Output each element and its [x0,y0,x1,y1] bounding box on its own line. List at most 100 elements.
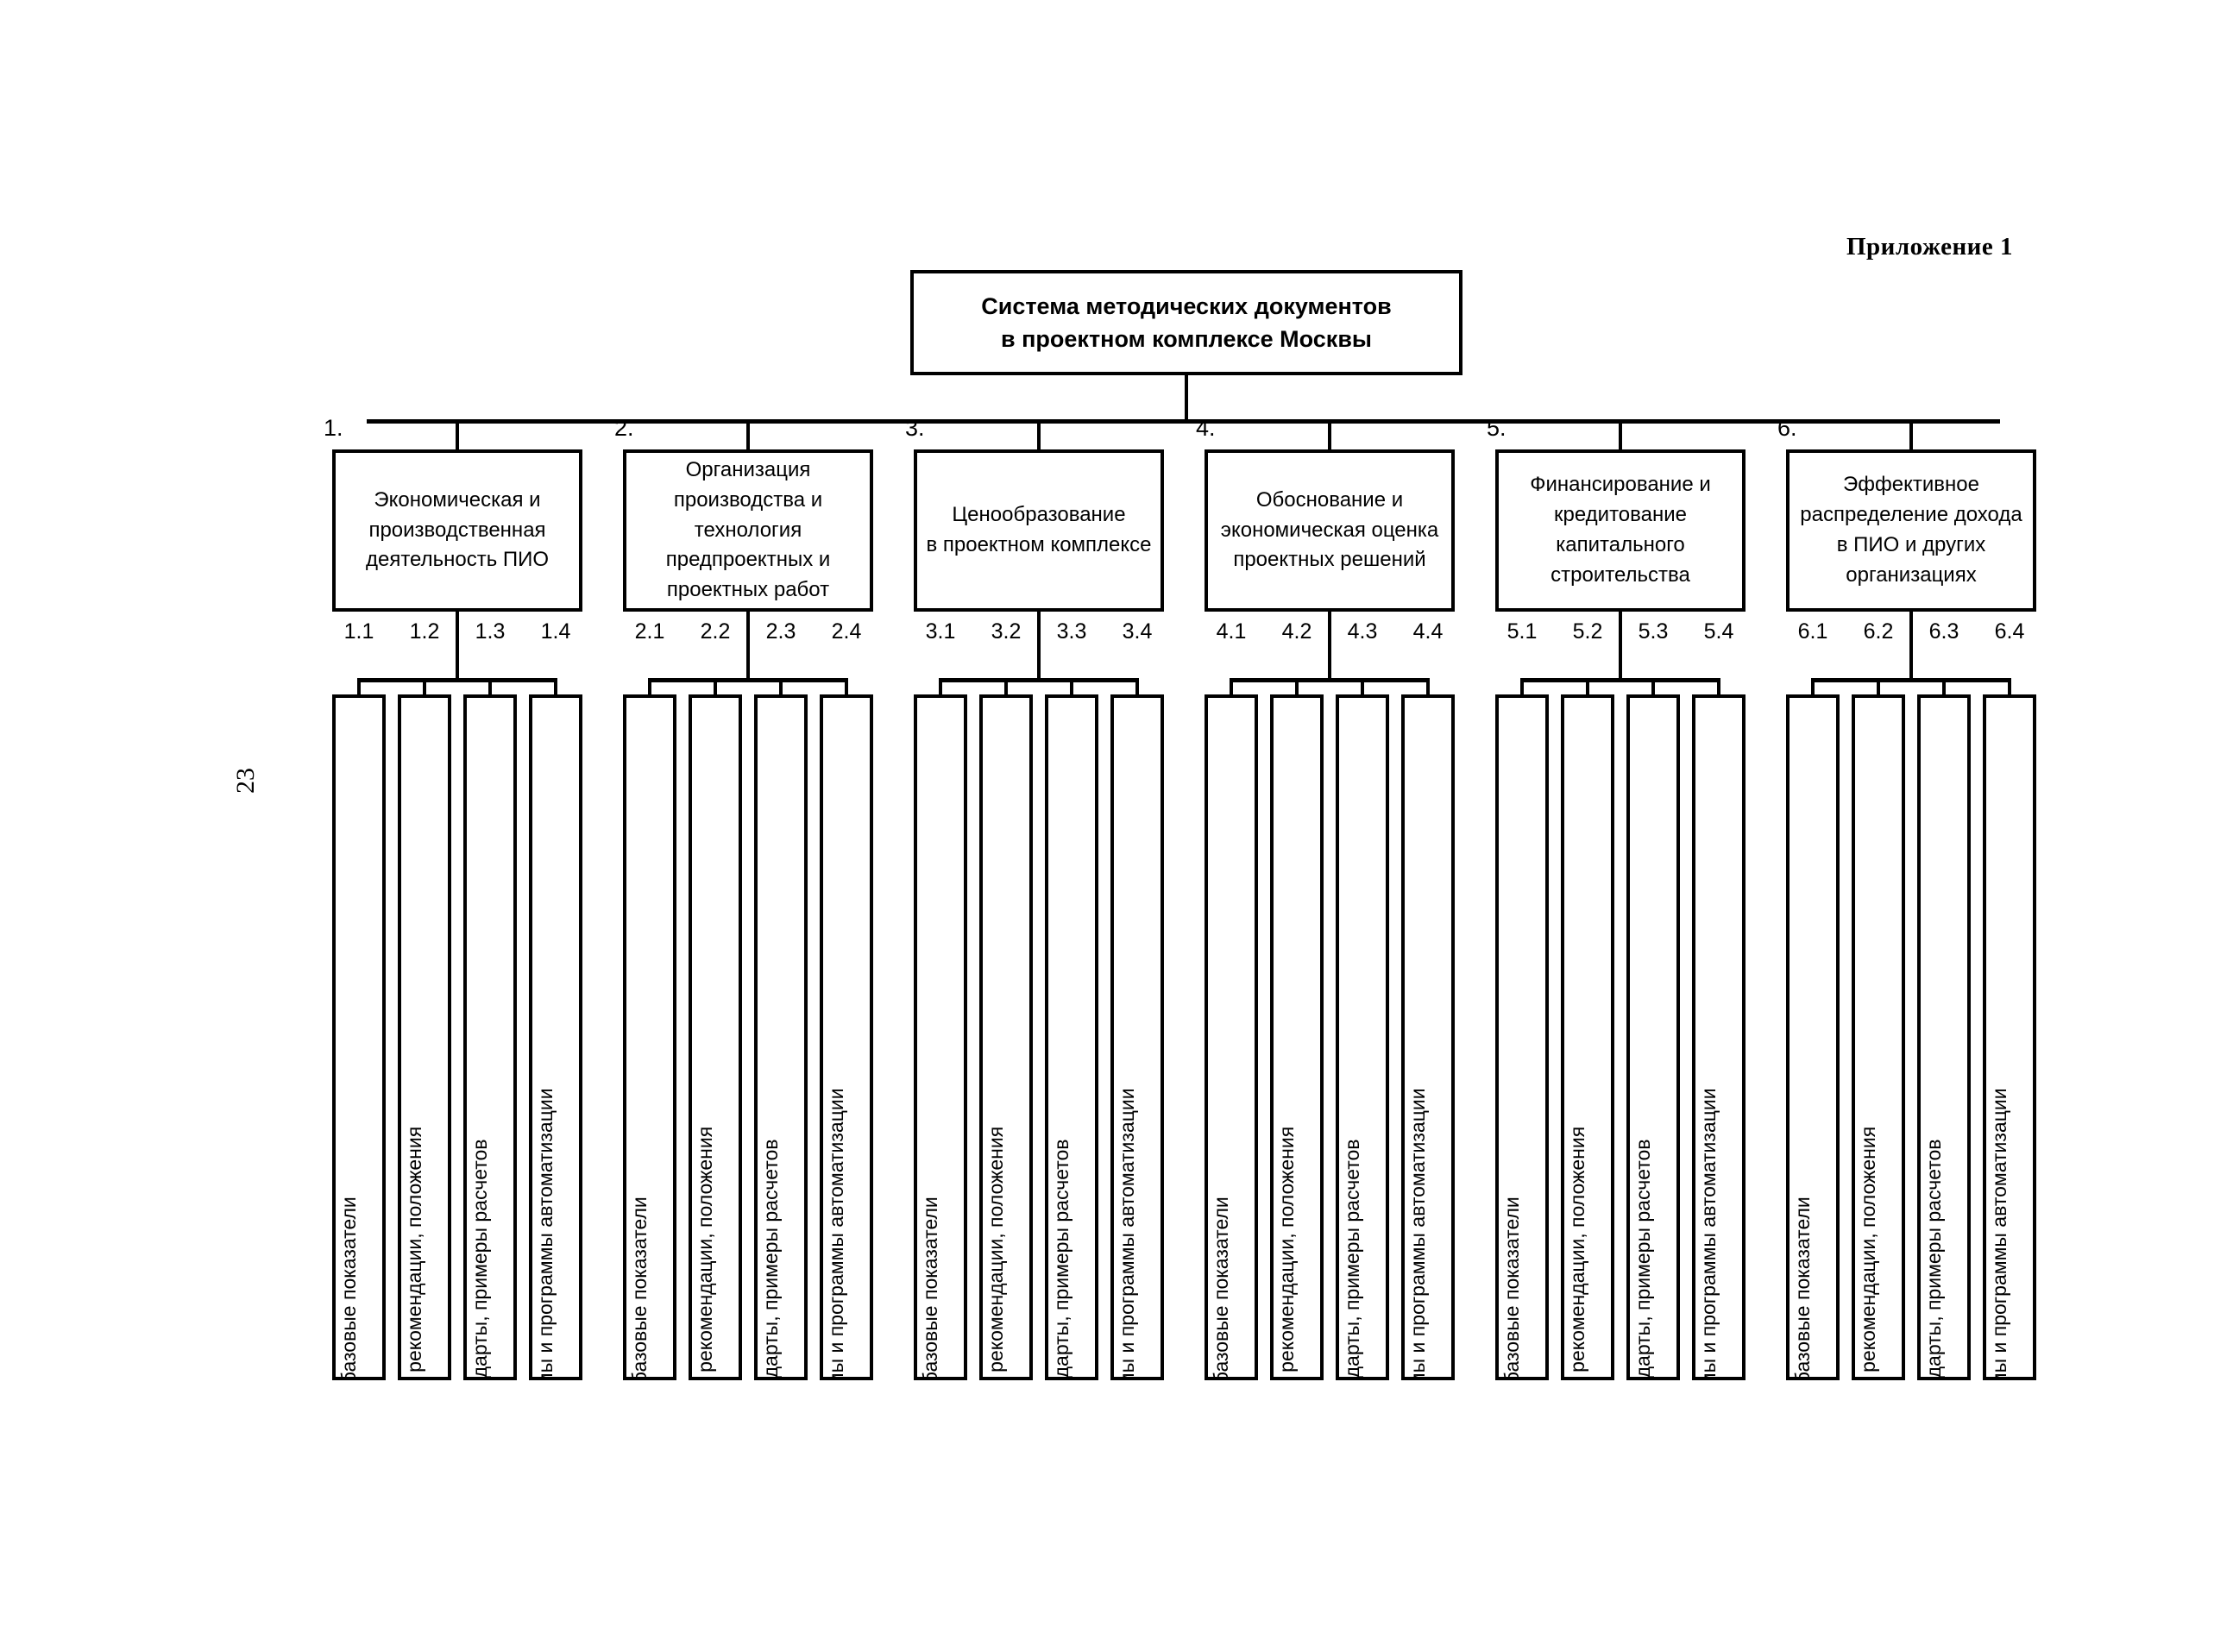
leaf-box: Автоматизированные системы и программы а… [1983,694,2036,1380]
leaf-box: Нормативные и базовые показатели [1205,694,1258,1380]
category-title-line: строительства [1551,562,1690,587]
leaf-label: Методические указания, рекомендации, пол… [403,1126,425,1380]
leaf-label: Эталоны, макеты, стандарты, примеры расч… [1050,1139,1072,1380]
sub-number: 5.2 [1572,619,1603,644]
category-drop-line [1328,419,1331,451]
leaf-box: Методические указания, рекомендации, пол… [1852,694,1905,1380]
leaf-drop-line [1651,678,1655,696]
leaf-label: Автоматизированные системы и программы а… [534,1088,557,1380]
leaf-box: Эталоны, макеты, стандарты, примеры расч… [1045,694,1098,1380]
category-stem-line [456,612,459,682]
leaf-drop-line [1004,678,1008,696]
category-box: Ценообразование в проектном комплексе [914,449,1164,612]
leaf-drop-line [845,678,848,696]
leaf-drop-line [423,678,426,696]
leaf-drop-line [1230,678,1233,696]
leaf-label: Методические указания, рекомендации, пол… [984,1126,1007,1380]
sub-number: 1.2 [409,619,440,644]
category-stem-line [746,612,750,682]
category-drop-line [746,419,750,451]
sub-bus-line [1520,678,1720,682]
category-title-line: Экономическая и [374,487,541,512]
leaf-drop-line [1717,678,1720,696]
sub-number: 3.3 [1056,619,1087,644]
sub-number: 5.4 [1703,619,1734,644]
root-node-box: Система методических документов в проект… [910,270,1462,375]
leaf-label: Эталоны, макеты, стандарты, примеры расч… [1632,1139,1654,1380]
sub-number: 4.1 [1216,619,1247,644]
leaf-box: Методические указания, рекомендации, пол… [1561,694,1614,1380]
leaf-drop-line [1811,678,1815,696]
leaf-drop-line [1070,678,1073,696]
category-number: 2. [614,415,634,441]
leaf-box: Эталоны, макеты, стандарты, примеры расч… [463,694,517,1380]
sub-number: 6.3 [1928,619,1959,644]
category-title-line: в ПИО и других [1836,533,1986,556]
sub-number: 6.1 [1797,619,1828,644]
leaf-label: Эталоны, макеты, стандарты, примеры расч… [1341,1139,1363,1380]
category-drop-line [456,419,459,451]
leaf-label: Методические указания, рекомендации, пол… [694,1126,716,1380]
leaf-label: Методические указания, рекомендации, пол… [1566,1126,1588,1380]
sub-number: 3.2 [991,619,1022,644]
sub-number: 6.4 [1994,619,2025,644]
sub-bus-line [1230,678,1430,682]
leaf-box: Эталоны, макеты, стандарты, примеры расч… [1336,694,1389,1380]
leaf-label: Автоматизированные системы и программы а… [1697,1088,1720,1380]
category-drop-line [1909,419,1913,451]
category-stem-line [1037,612,1041,682]
category-title-line: Эффективное [1843,473,1979,497]
leaf-box: Методические указания, рекомендации, пол… [1270,694,1324,1380]
category-title-line: Обоснование и [1255,487,1404,512]
category-stem-line [1619,612,1622,682]
sub-number: 2.1 [634,619,665,644]
appendix-label: Приложение 1 [1846,233,2013,261]
leaf-drop-line [1520,678,1524,696]
leaf-drop-line [1942,678,1946,696]
sub-number: 1.4 [540,619,571,644]
leaf-box: Нормативные и базовые показатели [332,694,386,1380]
leaf-drop-line [648,678,651,696]
leaf-box: Автоматизированные системы и программы а… [529,694,582,1380]
leaf-box: Автоматизированные системы и программы а… [820,694,873,1380]
leaf-label: Нормативные и базовые показатели [1791,1197,1814,1380]
leaf-drop-line [1426,678,1430,696]
category-drop-line [1619,419,1622,451]
leaf-label: Эталоны, макеты, стандарты, примеры расч… [1922,1139,1945,1380]
sub-number: 6.2 [1863,619,1894,644]
category-title-line: экономическая оценка [1220,518,1439,542]
category-stem-line [1328,612,1331,682]
leaf-box: Эталоны, макеты, стандарты, примеры расч… [1917,694,1971,1380]
leaf-box: Автоматизированные системы и программы а… [1110,694,1164,1380]
leaf-drop-line [714,678,717,696]
sub-number: 1.1 [343,619,374,644]
main-bus-line [367,419,2000,424]
leaf-label: Эталоны, макеты, стандарты, примеры расч… [469,1139,491,1380]
page-number: 23 [231,768,260,794]
sub-number: 4.3 [1347,619,1378,644]
root-stem-line [1185,375,1188,424]
leaf-box: Нормативные и базовые показатели [1786,694,1840,1380]
sub-number: 5.3 [1638,619,1669,644]
category-title-line: Ценообразование [952,503,1126,527]
sub-number: 2.2 [700,619,731,644]
sub-number: 2.3 [765,619,796,644]
leaf-label: Нормативные и базовые показатели [919,1197,941,1380]
category-title-line: в проектном комплексе [926,533,1152,556]
leaf-label: Автоматизированные системы и программы а… [1116,1088,1138,1380]
category-title-line: распределение дохода [1800,503,2022,527]
sub-number: 1.3 [475,619,506,644]
leaf-box: Нормативные и базовые показатели [1495,694,1549,1380]
leaf-label: Автоматизированные системы и программы а… [825,1088,847,1380]
leaf-box: Методические указания, рекомендации, пол… [979,694,1033,1380]
category-number: 4. [1196,415,1216,441]
leaf-box: Эталоны, макеты, стандарты, примеры расч… [1626,694,1680,1380]
leaf-drop-line [1295,678,1299,696]
leaf-drop-line [1877,678,1880,696]
leaf-label: Нормативные и базовые показатели [1500,1197,1523,1380]
leaf-box: Автоматизированные системы и программы а… [1401,694,1455,1380]
